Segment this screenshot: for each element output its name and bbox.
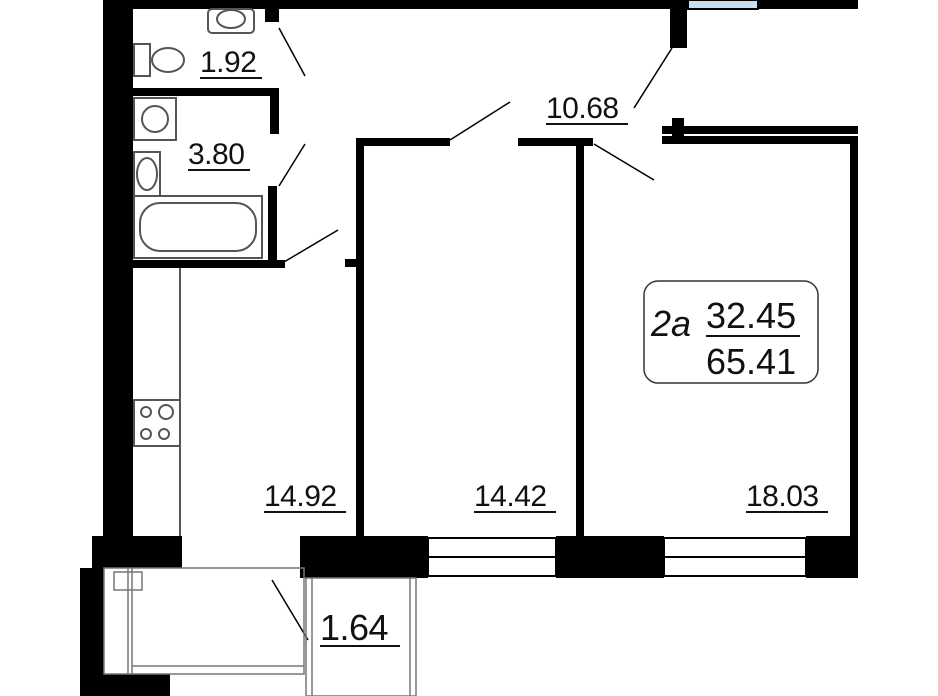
wall-bath-right-lower <box>268 186 277 268</box>
wall-living-top-inner <box>662 136 858 144</box>
area-label-bathroom: 3.80 <box>188 138 244 171</box>
wall-wc-bath-partition <box>133 88 278 96</box>
loggia-outline <box>103 567 305 675</box>
wall-bottom-mid-2 <box>556 536 664 578</box>
wall-bedroom-left <box>356 138 364 536</box>
summary-frame <box>643 280 819 384</box>
wall-loggia-left <box>80 568 104 696</box>
stove-burner-icon <box>140 406 152 418</box>
balcony-frame <box>305 577 417 696</box>
living-area: 32.45 <box>706 295 796 336</box>
wall-bedroom-top-right <box>518 138 593 146</box>
stove <box>133 399 181 447</box>
wall-wc-jamb <box>265 0 279 22</box>
wall-bedroom-top <box>356 138 450 146</box>
area-label-bedroom: 14.42 <box>474 480 547 513</box>
wall-bedroom-stub <box>345 259 361 267</box>
wall-living-top-jamb <box>672 118 684 144</box>
wall-bath-right-upper <box>270 88 279 134</box>
washing-machine-icon <box>133 97 177 141</box>
total-area: 65.41 <box>706 341 796 382</box>
wall-bath-bottom <box>133 260 285 268</box>
toilet-tank-icon <box>133 43 151 77</box>
area-label-hallway: 10.68 <box>546 92 619 125</box>
bathtub-basin <box>139 202 257 252</box>
window-top-hall <box>687 0 759 10</box>
wall-bottom-left <box>92 536 182 568</box>
area-label-living-room: 18.03 <box>746 480 819 513</box>
toilet-bowl-icon <box>151 47 185 73</box>
bath-sink-bowl <box>136 157 158 191</box>
wall-bottom-mid-1 <box>300 536 428 578</box>
wall-left-exterior <box>103 0 133 540</box>
windows <box>427 0 807 577</box>
wall-top <box>133 0 678 9</box>
bathtub-icon <box>133 195 263 259</box>
walls <box>80 0 858 696</box>
stove-burner-icon <box>140 428 152 440</box>
doors <box>271 27 673 641</box>
apartment-summary-badge: 2а 32.45 65.41 <box>643 280 819 384</box>
fixtures <box>133 8 263 259</box>
door-wc <box>278 27 306 77</box>
stove-burner-icon <box>158 428 170 440</box>
kitchen-counter <box>133 268 181 536</box>
door-entrance <box>633 47 673 109</box>
area-label-balcony: 1.64 <box>320 607 388 648</box>
room-labels: 1.92 3.80 10.68 14.92 14.42 18.03 1.64 <box>188 46 828 648</box>
wall-right <box>850 136 858 536</box>
area-label-wc: 1.92 <box>200 46 256 79</box>
loggia-radiator <box>113 571 143 591</box>
wall-bed-living-partition <box>576 138 584 536</box>
area-label-kitchen: 14.92 <box>264 480 337 513</box>
door-balcony <box>271 579 309 641</box>
wall-living-top <box>662 126 858 134</box>
wall-loggia-bottom <box>104 674 170 696</box>
loggia <box>103 567 417 696</box>
washing-machine-drum <box>141 105 169 133</box>
door-living <box>593 143 655 181</box>
wall-top-right <box>758 0 858 9</box>
stove-burner-icon <box>158 404 174 420</box>
wc-sink-icon <box>207 8 255 34</box>
wc-sink-bowl <box>216 9 246 29</box>
door-kitchen <box>283 229 339 263</box>
door-bathroom <box>278 143 306 187</box>
apartment-type: 2а <box>650 303 691 344</box>
wall-hall-stub <box>670 0 687 48</box>
door-bedroom <box>449 101 511 141</box>
wall-bottom-right <box>806 536 858 578</box>
